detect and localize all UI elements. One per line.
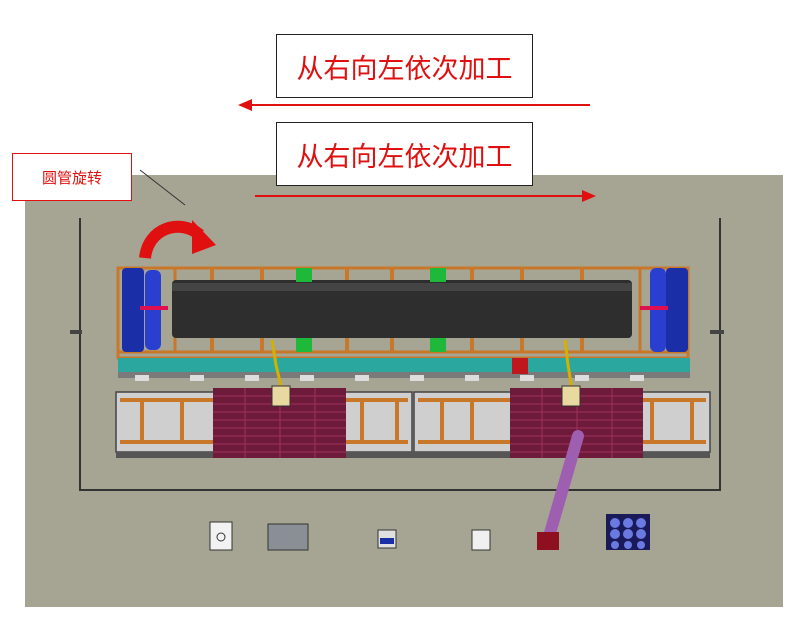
purple-boom (542, 430, 584, 546)
robot-left (270, 339, 284, 391)
fence (79, 218, 721, 491)
green-clamps (296, 268, 446, 352)
right-chuck (640, 268, 688, 352)
robot-rail (118, 358, 690, 372)
floor (25, 175, 783, 607)
process-direction-label-bottom: 从右向左依次加工 (276, 122, 533, 186)
process-direction-label-top: 从右向左依次加工 (276, 34, 533, 98)
pipe-rotation-callout: 圆管旋转 (12, 153, 132, 201)
left-chuck (122, 268, 168, 352)
rotation-arrow-icon (139, 220, 216, 260)
pipe (172, 280, 632, 338)
process-direction-text-bottom: 从右向左依次加工 (296, 141, 513, 173)
pipe-rotation-text: 圆管旋转 (41, 168, 102, 187)
equipment-row (209, 514, 650, 551)
right-arrow-icon (255, 190, 596, 202)
callout-leader (139, 169, 186, 206)
robot-right (563, 339, 574, 391)
left-arrow-icon (238, 99, 590, 111)
process-direction-text-top: 从右向左依次加工 (296, 53, 513, 85)
